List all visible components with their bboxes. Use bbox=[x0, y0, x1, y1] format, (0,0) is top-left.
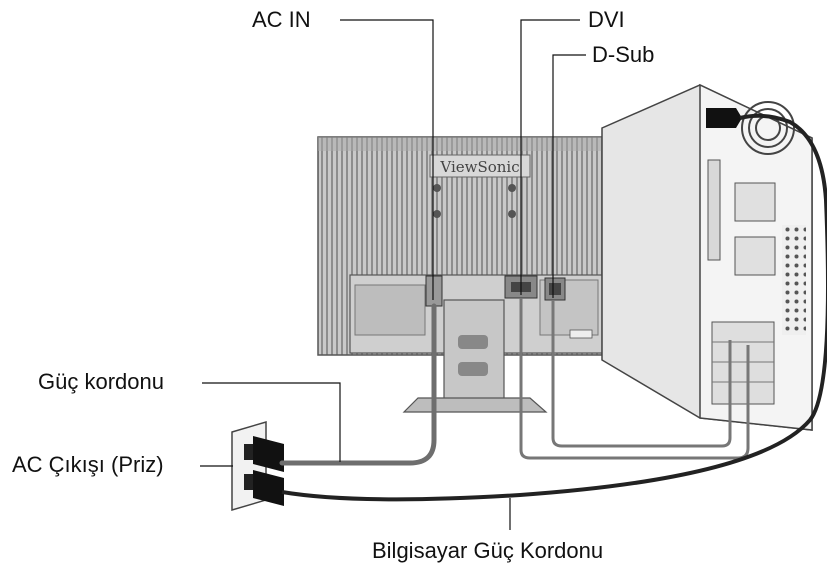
pc-power-socket-icon bbox=[706, 108, 742, 128]
viewsonic-logo: ViewSonic bbox=[429, 154, 531, 178]
label-pc-power-cord: Bilgisayar Güç Kordonu bbox=[372, 538, 604, 563]
wall-outlet bbox=[231, 420, 284, 512]
label-dvi: DVI bbox=[588, 7, 625, 32]
pc-power-cable bbox=[281, 113, 827, 502]
monitor-power-cable bbox=[279, 303, 437, 466]
monitor-stand bbox=[402, 299, 548, 413]
label-dsub: D-Sub bbox=[592, 42, 655, 67]
ac-in-leader bbox=[340, 19, 434, 300]
label-ac-in: AC IN bbox=[252, 7, 311, 32]
dvi-cable bbox=[519, 298, 750, 460]
dsub-port bbox=[544, 277, 566, 301]
label-power-cord: Güç kordonu bbox=[38, 369, 164, 394]
ac-in-port bbox=[425, 275, 443, 307]
pc-tower bbox=[601, 83, 813, 431]
dvi-leader bbox=[520, 19, 580, 295]
dsub-cable bbox=[551, 300, 732, 448]
dsub-leader bbox=[552, 54, 586, 298]
svg-text:ViewSonic: ViewSonic bbox=[439, 158, 519, 176]
label-ac-outlet: AC Çıkışı (Priz) bbox=[12, 452, 164, 477]
power-cord-leader bbox=[202, 382, 341, 462]
